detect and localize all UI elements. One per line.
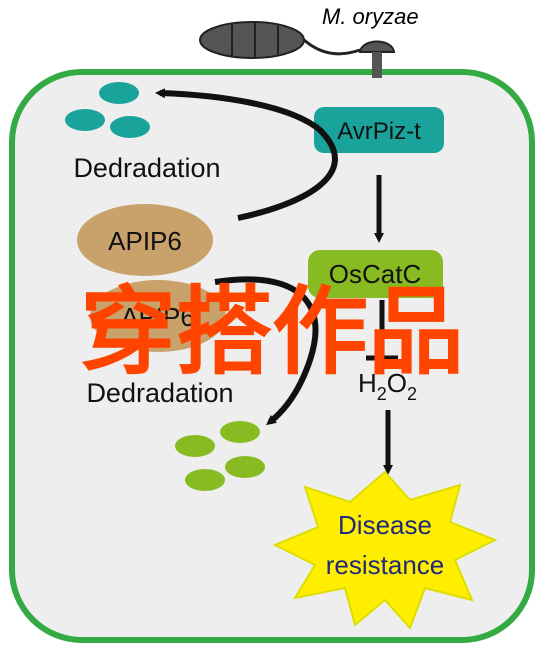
degraded-fragment-dot <box>99 82 139 104</box>
degradation-label-bottom: Dedradation <box>86 378 233 408</box>
effector-box <box>314 107 444 153</box>
degraded-fragment-dot <box>185 469 225 491</box>
degraded-fragment-dot <box>220 421 260 443</box>
degradation-dots-top <box>65 82 150 138</box>
degraded-fragment-dot <box>110 116 150 138</box>
h2o2-label: H2O2 <box>358 368 417 404</box>
pathogen-label: M. oryzae <box>322 4 419 29</box>
degradation-dots-bottom <box>175 421 265 491</box>
apip6-label-secondary: APIP6 <box>121 302 195 332</box>
degraded-fragment-dot <box>225 456 265 478</box>
spore-body <box>199 21 305 59</box>
h2o2-h: H <box>358 368 377 398</box>
penetration-peg <box>372 52 382 78</box>
outcome-line-1: Disease <box>338 510 432 540</box>
h2o2-sub1: 2 <box>377 384 387 404</box>
appressorium <box>358 40 396 53</box>
degradation-arrow-top <box>155 88 338 221</box>
catalase-box <box>308 250 443 298</box>
disease-resistance-burst <box>272 470 498 630</box>
apip6-ellipse-primary <box>77 204 213 276</box>
apip6-ellipse-secondary <box>90 280 226 352</box>
degraded-fragment-dot <box>175 435 215 457</box>
outcome-line-2: resistance <box>326 550 445 580</box>
degradation-arrow-bottom <box>214 276 319 426</box>
h2o2-o: O <box>387 368 407 398</box>
catalase-label: OsCatC <box>329 259 421 289</box>
effector-label: AvrPiz-t <box>337 118 421 145</box>
apip6-label-primary: APIP6 <box>108 226 182 256</box>
degraded-fragment-dot <box>65 109 105 131</box>
pathogen-group: M. oryzae <box>199 4 419 78</box>
germ-tube <box>303 38 361 56</box>
watermark-text: 穿搭作品 <box>80 279 464 386</box>
degradation-label-top: Dedradation <box>73 153 220 183</box>
h2o2-sub2: 2 <box>407 384 417 404</box>
